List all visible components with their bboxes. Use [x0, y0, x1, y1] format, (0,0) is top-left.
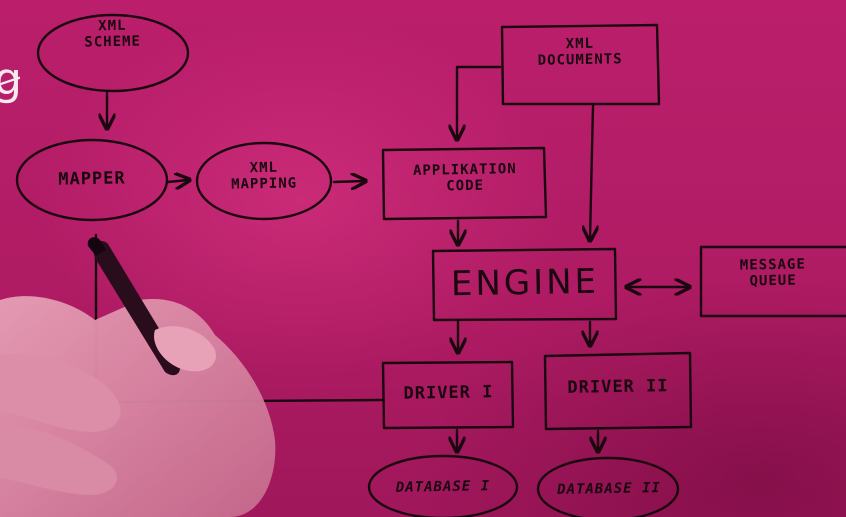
node-application-code-label: APPLIKATION CODE	[412, 161, 517, 195]
node-driver-1-label: DRIVER I	[403, 382, 494, 404]
node-application-code-shape	[381, 146, 548, 221]
logo-glyph-icon: ꞡ	[0, 54, 20, 105]
node-message-queue-shape	[699, 245, 846, 318]
node-xml-scheme-label: XML SCHEME	[84, 17, 142, 51]
node-driver-2-label: DRIVER II	[567, 376, 669, 398]
node-xml-mapping-shape	[195, 141, 333, 221]
node-engine-label: ENGINE	[450, 261, 600, 305]
node-engine-shape	[431, 247, 618, 322]
node-database-2-label: DATABASE II	[557, 480, 661, 498]
node-message-queue-label: MESSAGE QUEUE	[739, 256, 806, 290]
node-database-1-shape	[367, 454, 519, 517]
node-database-1-label: DATABASE I	[395, 478, 491, 496]
node-mapper-shape	[15, 138, 169, 222]
node-xml-documents-shape	[500, 23, 661, 106]
edge-documents-to-appcode	[457, 65, 502, 138]
node-xml-scheme-shape	[36, 13, 190, 93]
edge-mapper-to-mapping	[166, 180, 188, 182]
node-database-2-shape	[536, 456, 680, 517]
node-mapper-label: MAPPER	[58, 168, 126, 190]
edge-documents-to-engine	[590, 104, 593, 239]
node-xml-mapping-label: XML MAPPING	[230, 159, 298, 193]
node-xml-documents-label: XML DOCUMENTS	[537, 35, 623, 69]
node-driver-1-shape	[381, 360, 515, 430]
edge-mapping-to-appcode	[332, 181, 364, 182]
node-driver-2-shape	[543, 351, 693, 431]
